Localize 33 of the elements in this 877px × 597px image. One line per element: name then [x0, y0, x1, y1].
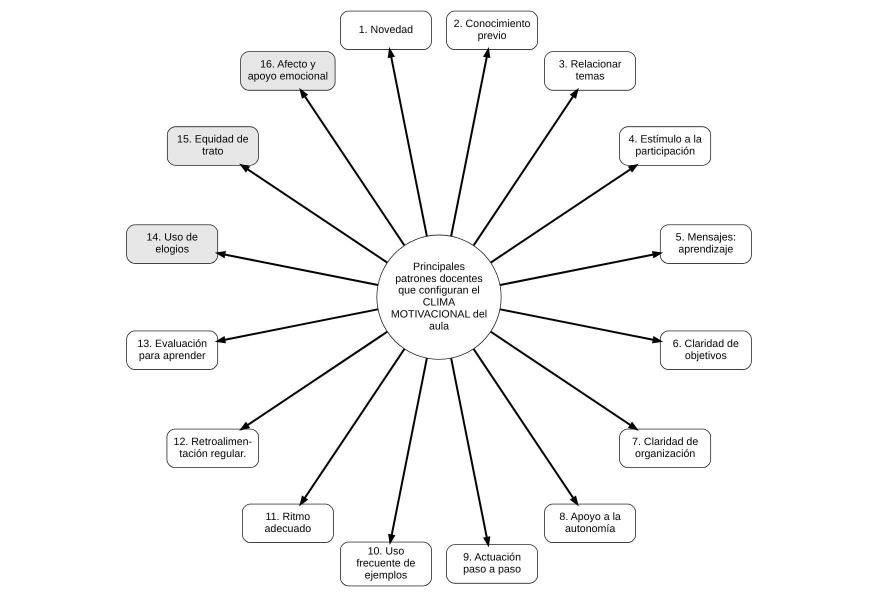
arrow — [472, 348, 578, 506]
node-box: 4. Estímulo a la participación — [618, 126, 711, 166]
arrow — [499, 251, 663, 286]
node-box: 13. Evaluación para aprender — [126, 330, 218, 370]
node-box: 6. Claridad de objetivos — [659, 330, 752, 370]
node-box: 10. Uso frecuente de ejemplos — [340, 542, 432, 586]
node-box: 11. Ritmo adecuado — [242, 504, 334, 543]
node-box: 3. Relacionar temas — [544, 51, 636, 91]
node-box: 12. Retroalimen- tación regular. — [166, 428, 259, 468]
arrow — [450, 358, 490, 548]
arrow — [214, 251, 378, 286]
arrow — [298, 348, 405, 506]
node-box: 9. Actuación paso a paso — [446, 544, 538, 584]
arrow — [450, 46, 490, 236]
node-box: 1. Novedad — [340, 10, 432, 50]
node-box: 15. Equidad de trato — [166, 126, 258, 166]
arrow — [214, 308, 378, 344]
arrow — [238, 331, 388, 431]
arrow — [490, 164, 638, 264]
arrow — [238, 164, 388, 264]
arrow — [387, 46, 428, 236]
node-box: 16. Afecto y apoyo emocional — [240, 51, 335, 91]
arrow — [499, 308, 663, 344]
node-box: 5. Mensajes: aprendizaje — [659, 224, 752, 264]
node-box: 14. Uso de elogios — [126, 224, 218, 264]
node-box: 2. Conocimiento previo — [446, 10, 538, 50]
arrow — [388, 358, 428, 545]
arrow — [490, 331, 638, 431]
node-box: 7. Claridad de organización — [618, 428, 711, 468]
arrow — [298, 88, 405, 246]
arrow — [472, 88, 578, 246]
node-box: 8. Apoyo a la autonomía — [544, 504, 636, 543]
node-circle: Principales patrones docentes que configuran el CLIMA MOTIVACIONAL del aula — [376, 234, 501, 360]
